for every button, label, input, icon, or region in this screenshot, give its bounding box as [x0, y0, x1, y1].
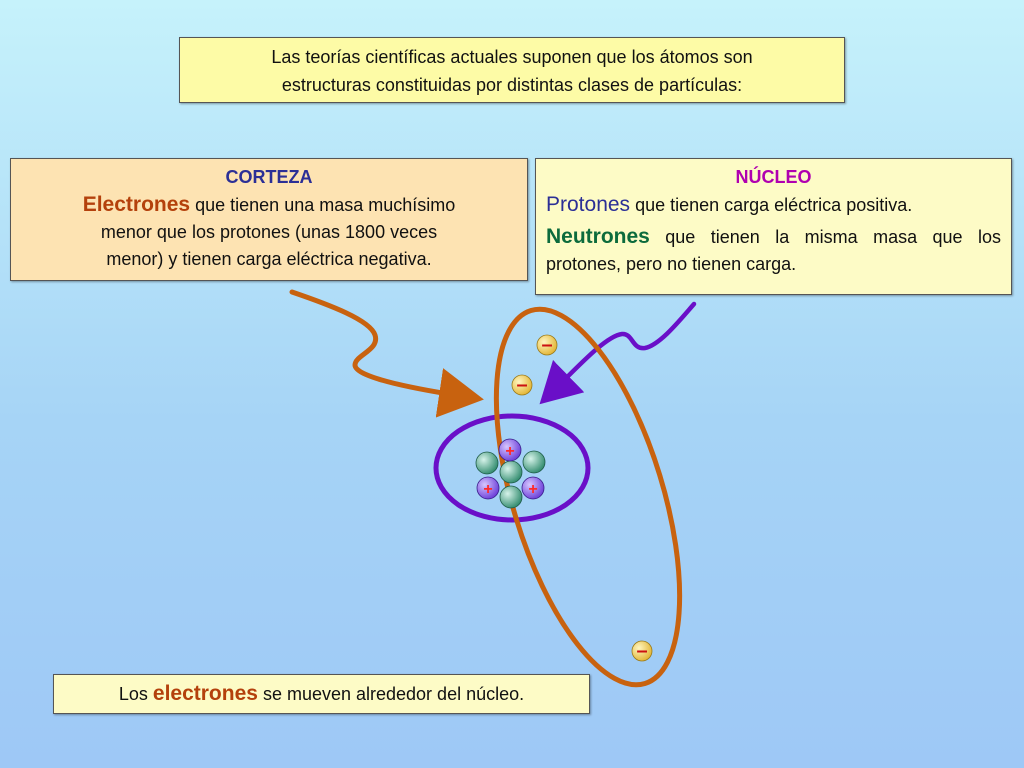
intro-line-2: estructuras constituidas por distintas c…	[281, 75, 743, 95]
electron: –	[631, 640, 653, 662]
intro-line-1: Las teorías científicas actuales suponen…	[271, 47, 753, 67]
bottom-keyword: electrones	[152, 682, 258, 705]
neutrones-text: que tienen la misma masa que los protone…	[546, 227, 1001, 274]
corteza-arrow	[289, 289, 484, 418]
neutrones-paragraph: Neutrones que tienen la misma masa que l…	[546, 223, 1001, 278]
electron-sign: –	[541, 334, 552, 356]
corteza-line-3: menor) y tienen carga eléctrica negativa…	[106, 249, 432, 269]
electrones-keyword: Electrones	[82, 193, 191, 216]
intro-box: Las teorías científicas actuales suponen…	[179, 37, 845, 103]
inner-orbit	[433, 413, 591, 523]
proton-sign: +	[505, 443, 514, 460]
bottom-note-box: Los electrones se mueven alrededor del n…	[53, 674, 590, 714]
corteza-box: CORTEZA Electrones que tienen una masa m…	[10, 158, 528, 281]
protones-line: Protones que tienen carga eléctrica posi…	[546, 191, 1001, 219]
proton-sign: +	[528, 481, 537, 498]
nucleo-box: NÚCLEO Protones que tienen carga eléctri…	[535, 158, 1012, 295]
proton	[521, 476, 545, 500]
neutron	[522, 450, 546, 474]
electron: –	[536, 334, 558, 356]
corteza-heading: CORTEZA	[225, 167, 313, 187]
electron: –	[511, 374, 533, 396]
neutron	[475, 451, 499, 475]
proton	[498, 438, 522, 462]
proton-sign: +	[483, 481, 492, 498]
neutrones-keyword: Neutrones	[546, 225, 650, 248]
protones-text: que tienen carga eléctrica positiva.	[630, 195, 913, 215]
corteza-line-1: Electrones que tienen una masa muchísimo	[11, 191, 527, 219]
nucleus: + + +	[475, 438, 546, 509]
electron-sign: –	[516, 374, 527, 396]
electron-sign: –	[636, 640, 647, 662]
nucleo-heading: NÚCLEO	[735, 167, 812, 187]
neutron	[499, 485, 523, 509]
nucleo-arrow	[539, 301, 697, 405]
bottom-suffix: se mueven alrededor del núcleo.	[257, 684, 525, 704]
neutron	[499, 460, 523, 484]
proton	[476, 476, 500, 500]
protones-keyword: Protones	[546, 193, 631, 216]
outer-orbit	[493, 306, 683, 688]
bottom-prefix: Los	[118, 684, 153, 704]
corteza-line-2: menor que los protones (unas 1800 veces	[100, 222, 438, 242]
corteza-text-1: que tienen una masa muchísimo	[190, 195, 456, 215]
